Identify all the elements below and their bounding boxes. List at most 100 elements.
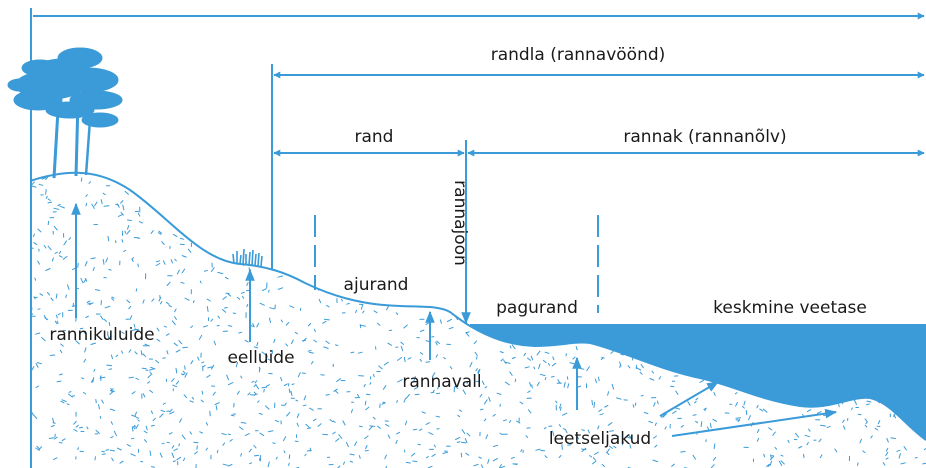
sand-grain — [161, 442, 165, 445]
sand-grain — [870, 435, 873, 439]
sand-grain — [75, 340, 80, 345]
sand-grain — [725, 179, 731, 183]
sand-grain — [58, 255, 63, 258]
sand-grain — [444, 222, 450, 225]
sand-grain — [746, 259, 749, 263]
sand-grain — [90, 342, 96, 345]
sand-grain — [285, 248, 288, 252]
sand-grain — [703, 190, 707, 193]
sand-grain — [325, 340, 330, 344]
sand-grain — [257, 400, 260, 403]
sand-grain — [80, 177, 83, 182]
sand-grain — [100, 315, 104, 320]
sand-grain — [111, 457, 114, 462]
sand-grain — [401, 296, 403, 300]
sand-grain — [48, 437, 55, 439]
sand-grain — [797, 265, 800, 270]
sand-grain — [396, 399, 398, 403]
sand-grain — [653, 402, 656, 407]
sand-grain — [558, 424, 562, 427]
sand-grain — [619, 247, 623, 251]
sand-grain — [173, 448, 178, 452]
sand-grain — [122, 204, 125, 211]
sand-grain — [787, 439, 790, 443]
sand-grain — [543, 426, 547, 430]
sand-grain — [619, 200, 623, 204]
sand-grain — [147, 381, 151, 384]
sand-grain — [412, 428, 418, 431]
sand-grain — [164, 199, 168, 204]
sand-grain — [864, 224, 868, 227]
sand-grain — [562, 168, 564, 169]
sand-grain — [161, 241, 165, 245]
sand-grain — [624, 262, 628, 267]
sand-grain — [417, 197, 421, 200]
sand-grain — [447, 271, 452, 274]
sand-grain — [407, 357, 412, 360]
sand-grain — [454, 386, 459, 389]
sand-grain — [247, 392, 251, 396]
sand-grain — [656, 320, 658, 325]
sand-grain — [101, 453, 106, 455]
sand-grain — [536, 250, 539, 254]
sand-grain — [841, 262, 845, 266]
sand-grain — [377, 322, 381, 326]
sand-grain — [47, 245, 52, 251]
sand-grain — [589, 455, 593, 458]
sand-grain — [425, 249, 429, 255]
sand-grain — [663, 232, 666, 238]
sand-grain — [619, 237, 623, 242]
sand-grain — [466, 380, 469, 385]
sand-grain — [185, 209, 188, 213]
sand-grain — [63, 240, 68, 246]
sand-grain — [168, 304, 172, 308]
sand-grain — [54, 251, 58, 254]
sand-grain — [280, 377, 283, 382]
sand-grain — [216, 216, 220, 220]
sand-grain — [566, 376, 569, 380]
water-body — [470, 324, 926, 440]
sand-grain — [851, 272, 857, 274]
sand-grain — [229, 439, 233, 442]
sand-grain — [803, 453, 805, 458]
sand-grain — [428, 195, 433, 199]
sand-grain — [879, 179, 883, 182]
sand-grain — [640, 202, 642, 207]
sand-grain — [452, 299, 457, 303]
sand-grain — [593, 401, 596, 408]
sand-grain — [597, 425, 600, 430]
sand-grain — [172, 460, 176, 462]
sand-grain — [712, 418, 717, 422]
sand-grain — [366, 181, 369, 186]
sand-grain — [609, 284, 614, 288]
sand-grain — [230, 237, 233, 244]
sand-grain — [361, 304, 363, 310]
sand-grain — [407, 170, 409, 172]
sand-grain — [495, 281, 500, 285]
sand-grain — [490, 212, 492, 217]
sand-grain — [206, 306, 209, 312]
sand-grain — [605, 451, 610, 456]
sand-grain — [620, 353, 624, 356]
sand-grain — [281, 259, 284, 263]
sand-grain — [349, 460, 354, 463]
sand-grain — [572, 217, 577, 222]
sand-grain — [903, 282, 907, 285]
sand-grain — [278, 242, 284, 246]
sand-grain — [864, 424, 868, 428]
sand-grain — [708, 182, 713, 187]
sand-grain — [98, 404, 100, 410]
sand-grain — [499, 432, 503, 435]
sand-grain — [120, 200, 124, 204]
sand-grain — [629, 444, 632, 449]
sand-grain — [336, 378, 341, 383]
sand-grain — [834, 202, 836, 207]
sand-grain — [190, 236, 195, 239]
sand-grain — [527, 390, 531, 393]
sand-grain — [637, 180, 640, 186]
sand-grain — [326, 304, 330, 308]
sand-grain — [603, 169, 604, 172]
sand-grain — [864, 418, 868, 423]
sand-grain — [709, 303, 712, 307]
sand-grain — [669, 282, 675, 285]
